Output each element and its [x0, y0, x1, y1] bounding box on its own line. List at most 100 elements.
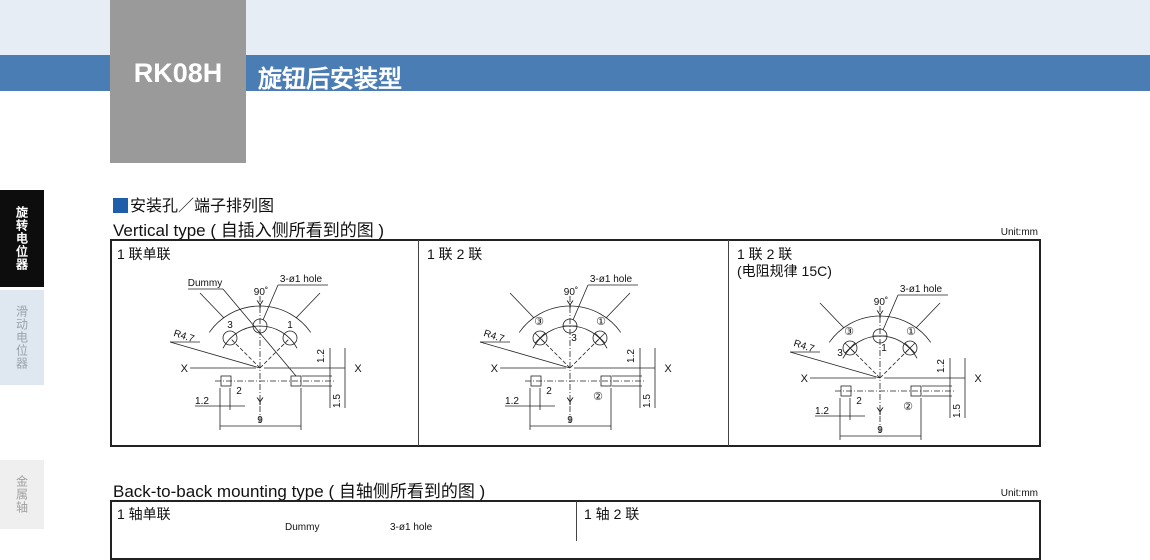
panel-title: 1 联 2 联	[427, 246, 483, 262]
model-box	[110, 0, 246, 163]
pin-axis	[879, 347, 911, 379]
angle-arc	[828, 315, 932, 343]
panel-title: 1 轴单联	[117, 506, 171, 522]
vertical-diagram-table	[110, 239, 1041, 447]
pin-label: 3	[837, 348, 843, 359]
terminal-pad	[530, 375, 542, 387]
terminal-pad	[840, 385, 852, 397]
mounting-hole	[532, 330, 548, 346]
radius-leader	[789, 351, 881, 379]
hole-cross	[844, 342, 856, 354]
angle-label: 90˚	[564, 286, 578, 298]
panel-subtitle: (电阻规律 15C)	[737, 263, 832, 279]
pin-circled-label: ③	[534, 316, 544, 328]
pin-label: 1	[287, 320, 293, 331]
pin-circled-label: ②	[903, 401, 913, 413]
hole-leader	[262, 284, 279, 321]
hole-leader	[882, 294, 899, 331]
dim-v1-label: 1.2	[316, 349, 327, 363]
hole-label: 3-ø1 hole	[280, 274, 323, 285]
x-label: X	[664, 363, 672, 375]
x-label: X	[801, 373, 809, 385]
dim-pitch-label: 9	[257, 415, 263, 426]
pin-circled-label: ①	[596, 316, 606, 328]
pin-label: 2	[236, 386, 242, 397]
vertical-heading: Vertical type ( 自插入侧所看到的图 )	[113, 221, 385, 240]
dummy-leader	[222, 288, 297, 377]
y-label: Y	[876, 406, 884, 418]
pin-axis	[229, 337, 261, 369]
angle-ext	[915, 302, 941, 329]
angle-arc	[208, 305, 312, 333]
dim-pitch-label: 9	[877, 425, 883, 436]
sidebar-item-slide[interactable]: 滑动电位器	[0, 290, 44, 385]
pin-circled-label: ③	[844, 326, 854, 338]
pin-label: 2	[856, 396, 862, 407]
hole-label: 3-ø1 hole	[390, 522, 433, 533]
radius-label: R4.7	[172, 328, 196, 345]
terminal-pad	[220, 375, 232, 387]
section-title-text: 安装孔／端子排列图	[130, 198, 275, 215]
radius-label: R4.7	[482, 328, 506, 345]
hole-cross	[904, 342, 916, 354]
bullet-square-icon	[113, 198, 128, 213]
pin-label: 1	[881, 343, 887, 354]
pin-axis	[849, 347, 881, 379]
divider	[418, 240, 419, 446]
angle-ext	[295, 292, 321, 319]
pin-axis	[569, 337, 601, 369]
hole-cross	[594, 332, 606, 344]
mounting-hole	[902, 340, 918, 356]
divider	[728, 240, 729, 446]
mounting-hole	[592, 330, 608, 346]
pin-axis	[259, 337, 291, 369]
x-label: X	[491, 363, 499, 375]
panel-title: 1 联单联	[117, 246, 171, 262]
y-label: Y	[256, 396, 264, 408]
radius-leader	[169, 341, 261, 369]
hole-cross	[534, 332, 546, 344]
dim-v2-label: 1.5	[332, 394, 343, 408]
dim-pad-label: 1.2	[195, 396, 209, 407]
angle-ext	[509, 292, 535, 319]
back-heading: Back-to-back mounting type ( 自轴侧所看到的图 )	[113, 482, 486, 501]
sidebar-item-metal-shaft[interactable]: 金属轴	[0, 460, 44, 529]
pin-label: 2	[546, 386, 552, 397]
radius-leader	[479, 341, 571, 369]
angle-ext	[819, 302, 845, 329]
terminal-pad	[910, 385, 922, 397]
mounting-hole	[222, 330, 238, 346]
model-code: RK08H	[133, 58, 223, 88]
x-label: X	[974, 373, 982, 385]
dim-v2-label: 1.5	[952, 404, 963, 418]
angle-label: 90˚	[874, 296, 888, 308]
pin-circled-label: ②	[593, 391, 603, 403]
divider	[576, 501, 577, 541]
y-label: Y	[566, 396, 574, 408]
x-label: X	[354, 363, 362, 375]
panel-title: 1 轴 2 联	[584, 506, 640, 522]
mounting-hole	[842, 340, 858, 356]
terminal-pad	[600, 375, 612, 387]
dim-v1-label: 1.2	[936, 359, 947, 373]
pin-label: 3	[571, 333, 577, 344]
hole-label: 3-ø1 hole	[590, 274, 633, 285]
dim-v1-label: 1.2	[626, 349, 637, 363]
dummy-label: Dummy	[188, 278, 222, 289]
y-label: Y	[256, 299, 264, 311]
angle-arc	[518, 305, 622, 333]
pin-axis	[539, 337, 571, 369]
y-label: Y	[566, 299, 574, 311]
dim-v2-label: 1.5	[642, 394, 653, 408]
section-title: 安装孔／端子排列图	[113, 192, 274, 216]
radius-label: R4.7	[792, 338, 816, 355]
angle-label: 90˚	[254, 286, 268, 298]
angle-ext	[605, 292, 631, 319]
pin-circled-label: ①	[906, 326, 916, 338]
dummy-label: Dummy	[285, 522, 320, 533]
y-label: Y	[876, 309, 884, 321]
sidebar-item-rotary[interactable]: 旋转电位器	[0, 190, 44, 287]
mounting-hole	[282, 330, 298, 346]
